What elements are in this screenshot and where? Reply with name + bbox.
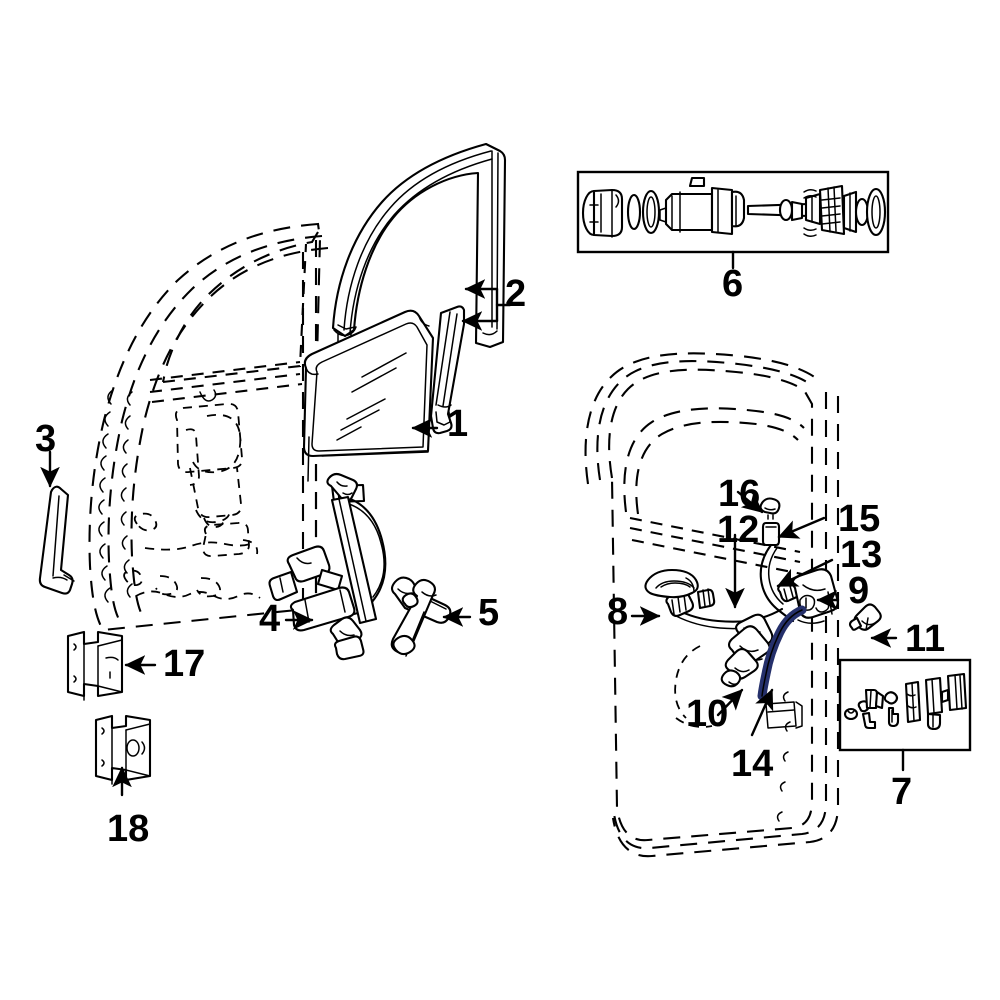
inset-7-box [838,658,972,772]
inset-7-contents [843,672,968,731]
part-11-rod-clip [848,603,882,631]
part-14-actuator-rod-highlighted [757,605,807,701]
part-15-knob-bezel [761,521,781,547]
part-2-upper-run-weatherstrip [331,142,507,435]
callout-3: 3 [35,418,57,460]
leader-14 [750,688,774,737]
callout-11: 11 [905,618,946,660]
leader-13 [776,558,834,588]
callout-15: 15 [838,498,881,540]
callout-18: 18 [107,808,150,850]
part-8-inside-handle [644,568,716,610]
part-1-door-glass [302,309,435,504]
callout-16: 16 [718,473,761,515]
callout-6: 6 [722,263,744,305]
callout-8: 8 [607,591,629,633]
callout-9: 9 [848,570,870,612]
part-10-lock-actuator [720,613,774,688]
callout-2: 2 [505,273,527,315]
leader-15 [777,516,826,539]
callout-14: 14 [731,743,774,785]
callout-13: 13 [840,534,883,576]
callout-17: 17 [163,643,206,685]
callout-1: 1 [447,403,469,445]
part-4-window-regulator [268,472,387,661]
leader-16 [736,490,764,514]
leader-10 [716,688,744,717]
callout-4: 4 [259,598,281,640]
callout-7: 7 [891,771,913,813]
leader-lines [40,279,898,797]
part-17-upper-hinge [66,630,124,701]
part-3-run-channel [38,485,75,595]
inset-6-box [576,170,890,270]
inset-6-contents [581,176,887,238]
right-door-shell-outline [584,352,840,858]
callout-5: 5 [478,592,500,634]
part-5-regulator-arm [390,576,452,657]
callout-12: 12 [717,509,760,551]
callout-10: 10 [686,693,729,735]
part-16-lock-knob [759,497,781,520]
